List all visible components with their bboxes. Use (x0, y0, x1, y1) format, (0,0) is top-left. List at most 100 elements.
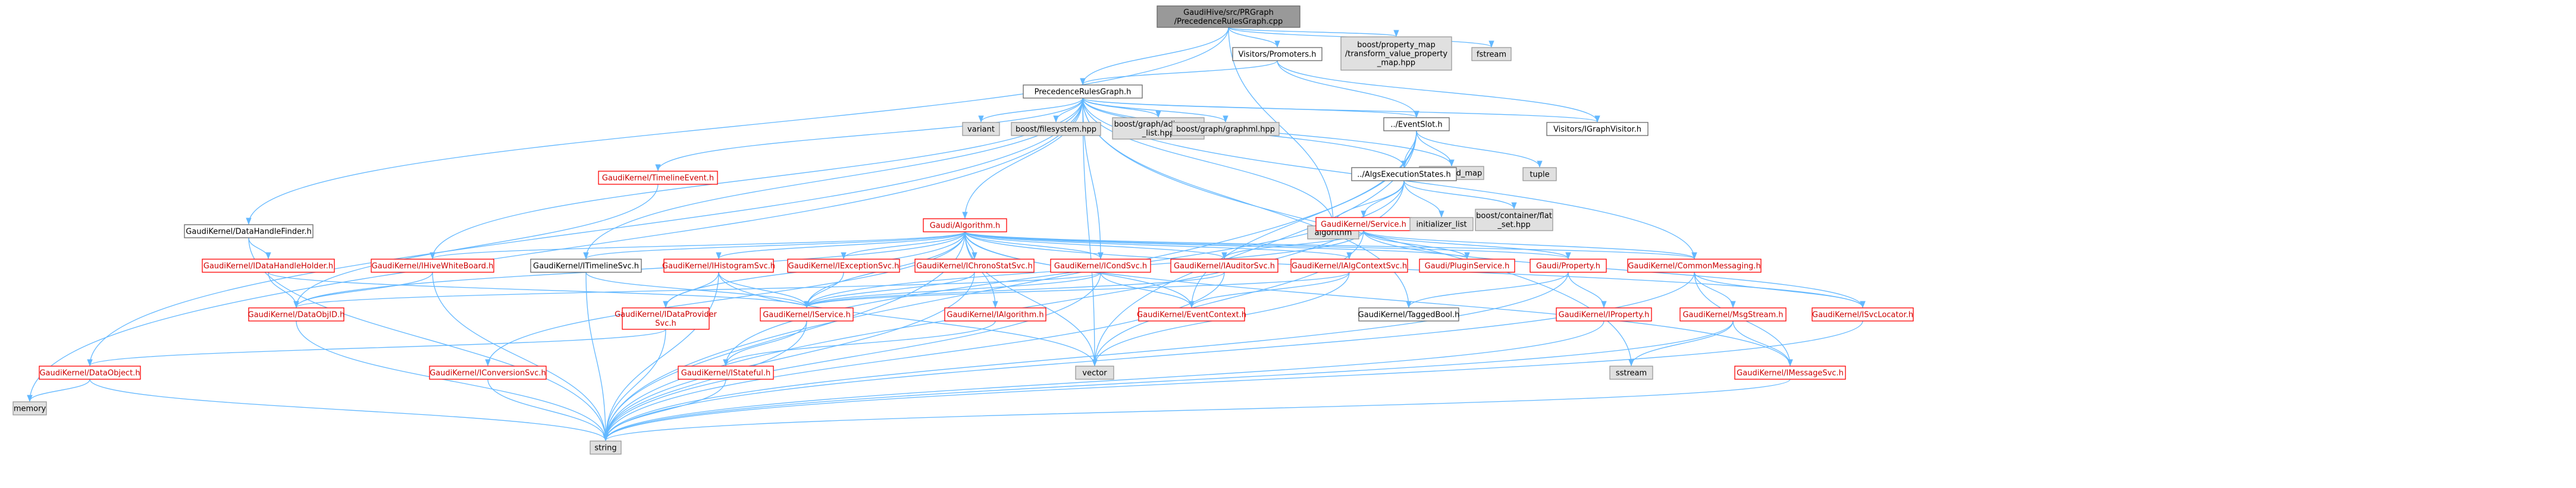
graph-node-box (598, 171, 718, 185)
graph-node-tbool[interactable]: GaudiKernel/TaggedBool.h (1358, 307, 1460, 322)
graph-node-label: ../AlgsExecutionStates.h (1357, 171, 1451, 180)
graph-node-iexs[interactable]: GaudiKernel/IExceptionSvc.h (787, 259, 900, 273)
include-edge (1082, 97, 1336, 226)
graph-node-box (1812, 307, 1914, 322)
include-edge (603, 272, 1695, 442)
graph-node-box (12, 401, 47, 415)
graph-node-label: GaudiKernel/DataObject.h (39, 369, 140, 378)
graph-node-istate[interactable]: GaudiKernel/IStateful.h (678, 366, 774, 380)
graph-node-label: boost/property_map (1357, 41, 1435, 50)
include-edge (27, 97, 1083, 402)
graph-node-gplug[interactable]: Gaudi/PluginService.h (1419, 259, 1515, 273)
include-edge (1628, 320, 1734, 367)
graph-node-icond[interactable]: GaudiKernel/ICondSvc.h (1050, 259, 1151, 273)
include-edge (1363, 230, 1866, 308)
include-edge (583, 231, 966, 260)
graph-node-icss[interactable]: GaudiKernel/IChronoStatSvc.h (914, 259, 1035, 273)
graph-node-svc[interactable]: GaudiKernel/Service.h (1315, 217, 1412, 231)
graph-node-itls[interactable]: GaudiKernel/ITimelineSvc.h (530, 259, 642, 273)
include-edge (1694, 272, 1736, 308)
include-edge (1080, 27, 1229, 86)
graph-node-igv[interactable]: Visitors/IGraphVisitor.h (1546, 122, 1649, 136)
graph-node-iprop[interactable]: GaudiKernel/IProperty.h (1556, 307, 1652, 322)
graph-node-memory: memory (12, 401, 47, 415)
graph-node-bgml: boost/graph/graphml.hpp (1171, 122, 1280, 136)
include-edge (248, 237, 609, 442)
include-edge (1189, 130, 1417, 308)
include-edge (603, 272, 1569, 442)
graph-node-label: GaudiKernel/ISvcLocator.h (1812, 311, 1913, 320)
include-edge (1082, 97, 1600, 123)
include-edge (804, 272, 975, 308)
graph-node-idhh[interactable]: GaudiKernel/IDataHandleHolder.h (202, 259, 335, 273)
include-edge (1403, 180, 1444, 218)
graph-node-ihwb[interactable]: GaudiKernel/IHiveWhiteBoard.h (371, 259, 494, 273)
graph-node-label: GaudiKernel/IChronoStatSvc.h (916, 262, 1033, 271)
graph-node-label: ../EventSlot.h (1390, 121, 1442, 130)
include-edge (964, 231, 1227, 260)
graph-node-label: variant (967, 125, 995, 134)
include-edge (1228, 27, 1399, 37)
include-edge (603, 130, 1417, 442)
include-edge (1416, 130, 1455, 167)
graph-node-label: Visitors/Promoters.h (1239, 51, 1317, 59)
graph-node-box (1075, 366, 1114, 380)
graph-node-box (371, 259, 494, 273)
graph-node-ialg[interactable]: GaudiKernel/IAlgorithm.h (944, 307, 1046, 322)
graph-node-label: GaudiKernel/CommonMessaging.h (1628, 262, 1760, 271)
graph-node-label: /transform_value_property (1345, 50, 1448, 59)
include-edge (1694, 272, 1866, 308)
graph-node-iaud[interactable]: GaudiKernel/IAuditorSvc.h (1170, 259, 1278, 273)
graph-node-label: GaudiKernel/IHiveWhiteBoard.h (372, 262, 494, 271)
graph-node-dobj[interactable]: GaudiKernel/DataObject.h (39, 366, 141, 380)
graph-node-root[interactable]: GaudiHive/src/PRGraph/PrecedenceRulesGra… (1157, 5, 1300, 28)
graph-node-ihs[interactable]: GaudiKernel/IHistogramSvc.h (662, 259, 775, 273)
graph-node-label: GaudiKernel/ITimelineSvc.h (533, 262, 639, 271)
graph-node-bfs: boost/filesystem.hpp (1011, 122, 1101, 136)
graph-node-label: GaudiKernel/DataHandleFinder.h (186, 228, 311, 237)
include-edge (964, 231, 1470, 260)
graph-node-iacs[interactable]: GaudiKernel/IAlgContextSvc.h (1290, 259, 1408, 273)
include-edge (1361, 180, 1405, 218)
include-edge (1082, 97, 1098, 367)
graph-node-box (622, 307, 710, 330)
graph-node-promoters[interactable]: Visitors/Promoters.h (1232, 47, 1323, 61)
graph-node-label: GaudiKernel/IService.h (763, 311, 851, 320)
graph-node-iconv[interactable]: GaudiKernel/IConversionSvc.h (429, 366, 547, 380)
include-edge (293, 272, 433, 308)
graph-node-imsg[interactable]: GaudiKernel/IMessageSvc.h (1734, 366, 1846, 380)
graph-node-eslot[interactable]: ../EventSlot.h (1383, 117, 1450, 131)
graph-node-isvcl[interactable]: GaudiKernel/ISvcLocator.h (1812, 307, 1914, 322)
include-edge (603, 272, 975, 442)
include-edge (246, 27, 1229, 225)
graph-node-dobjid[interactable]: GaudiKernel/DataObjID.h (248, 307, 345, 322)
graph-node-msgs[interactable]: GaudiKernel/MsgStream.h (1679, 307, 1787, 322)
graph-node-box (962, 122, 1000, 136)
include-edge (1189, 272, 1350, 308)
graph-node-evctx[interactable]: GaudiKernel/EventContext.h (1137, 307, 1246, 322)
graph-node-tle[interactable]: GaudiKernel/TimelineEvent.h (598, 171, 718, 185)
include-edge (964, 231, 1571, 260)
include-edge (804, 272, 1350, 308)
include-edge (603, 329, 666, 442)
graph-node-label: GaudiKernel/IExceptionSvc.h (788, 262, 900, 271)
graph-node-dhf[interactable]: GaudiKernel/DataHandleFinder.h (184, 224, 314, 238)
graph-node-box (1409, 217, 1474, 231)
include-edge (1100, 272, 1195, 308)
graph-node-aes[interactable]: ../AlgsExecutionStates.h (1351, 167, 1457, 181)
graph-node-galg[interactable]: Gaudi/Algorithm.h (923, 218, 1007, 232)
graph-node-box (39, 366, 141, 380)
include-edge (655, 97, 1083, 172)
graph-node-box (1522, 167, 1557, 181)
include-edge (27, 379, 90, 402)
graph-node-gprop[interactable]: Gaudi/Property.h (1530, 259, 1607, 273)
graph-node-cmsg[interactable]: GaudiKernel/CommonMessaging.h (1627, 259, 1762, 273)
include-edge (841, 231, 966, 260)
include-edge (603, 379, 1791, 442)
graph-node-prg_h[interactable]: PrecedenceRulesGraph.h (1023, 84, 1143, 99)
graph-node-box (248, 307, 344, 322)
include-edge (293, 272, 1101, 308)
graph-node-box (914, 259, 1035, 273)
graph-node-iservice[interactable]: GaudiKernel/IService.h (760, 307, 854, 322)
